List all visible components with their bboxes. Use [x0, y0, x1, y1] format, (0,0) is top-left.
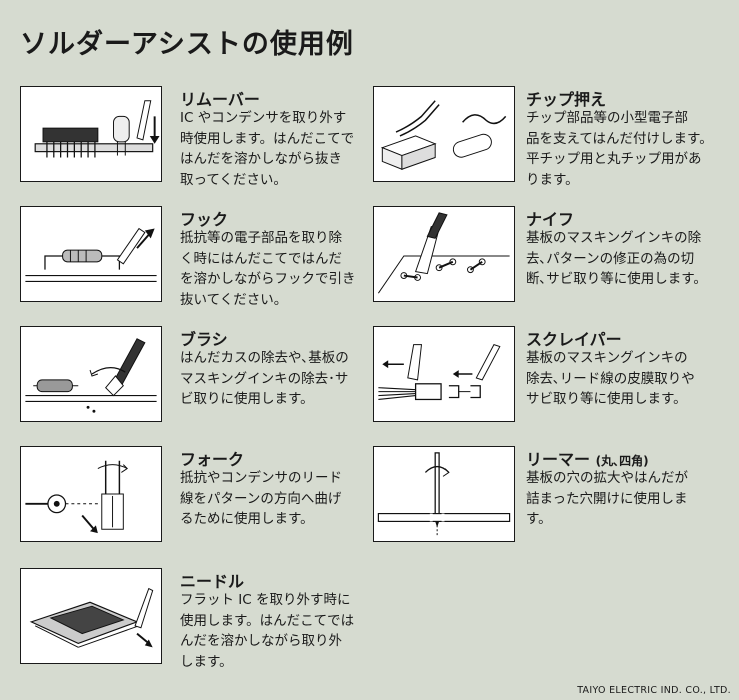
card-scraper: スクレイパー 基板のマスキングインキの 除去､リード線の皮膜取りや サビ取り等に…: [373, 326, 723, 426]
tool-name-suffix: (丸､四角): [595, 454, 649, 468]
tool-description: 抵抗やコンデンサのリード 線をパターンの方向へ曲げ るために使用します。: [180, 470, 342, 527]
tool-name: チップ押え: [526, 90, 607, 109]
tool-description: チップ部品等の小型電子部 品を支えてはんだ付けします。 平チップ用と丸チップ用が…: [526, 110, 713, 188]
tool-description: 基板のマスキングインキの除 去､パターンの修正の為の切 断､サビ取り等に使用しま…: [526, 230, 707, 287]
tool-description: 抵抗等の電子部品を取り除 く時にはんだこてではんだ を溶かしながらフックで引き …: [180, 230, 356, 308]
tool-name: リーマー (丸､四角): [526, 446, 649, 470]
hook-illustration-icon: [20, 206, 162, 302]
tool-name: フック: [180, 210, 229, 229]
scraper-illustration-icon: [373, 326, 515, 422]
card-brush: ブラシ はんだカスの除去や､基板の マスキングインキの除去･サ ビ取りに使用しま…: [20, 326, 360, 426]
card-needle: ニードル フラット IC を取り外す時に 使用します。はんだこてでは んだを溶か…: [20, 568, 380, 678]
tool-name: スクレイパー: [526, 330, 622, 349]
tool-description: 基板の穴の拡大やはんだが 詰まった穴開けに使用しま す。: [526, 470, 688, 527]
reamer-illustration-icon: [373, 446, 515, 542]
card-remover: リムーバー IC やコンデンサを取り外す 時使用します。はんだこてで はんだを溶…: [20, 86, 360, 188]
page-title: ソルダーアシストの使用例: [20, 29, 354, 60]
remover-illustration-icon: [20, 86, 162, 182]
tool-name: ニードル: [180, 572, 245, 591]
chip-holder-illustration-icon: [373, 86, 515, 182]
tool-name-text: リーマー: [526, 450, 591, 469]
card-fork: フォーク 抵抗やコンデンサのリード 線をパターンの方向へ曲げ るために使用します…: [20, 446, 360, 546]
tool-description: 基板のマスキングインキの 除去､リード線の皮膜取りや サビ取り等に使用します。: [526, 350, 695, 407]
fork-illustration-icon: [20, 446, 162, 542]
card-chip-holder: チップ押え チップ部品等の小型電子部 品を支えてはんだ付けします。 平チップ用と…: [373, 86, 723, 188]
tool-name: ナイフ: [526, 210, 575, 229]
tool-description: IC やコンデンサを取り外す 時使用します。はんだこてで はんだを溶かしながら抜…: [180, 110, 355, 188]
tool-name: リムーバー: [180, 90, 260, 109]
tool-description: はんだカスの除去や､基板の マスキングインキの除去･サ ビ取りに使用します。: [180, 350, 349, 407]
tool-name: ブラシ: [180, 330, 228, 349]
company-credit: TAIYO ELECTRIC IND. CO., LTD.: [577, 685, 731, 696]
card-knife: ナイフ 基板のマスキングインキの除 去､パターンの修正の為の切 断､サビ取り等に…: [373, 206, 723, 306]
knife-illustration-icon: [373, 206, 515, 302]
tool-description: フラット IC を取り外す時に 使用します。はんだこてでは んだを溶かしながら取…: [180, 592, 355, 670]
needle-illustration-icon: [20, 568, 162, 664]
tool-name: フォーク: [180, 450, 245, 469]
brush-illustration-icon: [20, 326, 162, 422]
card-hook: フック 抵抗等の電子部品を取り除 く時にはんだこてではんだ を溶かしながらフック…: [20, 206, 360, 308]
card-reamer: リーマー (丸､四角) 基板の穴の拡大やはんだが 詰まった穴開けに使用しま す。: [373, 446, 723, 546]
